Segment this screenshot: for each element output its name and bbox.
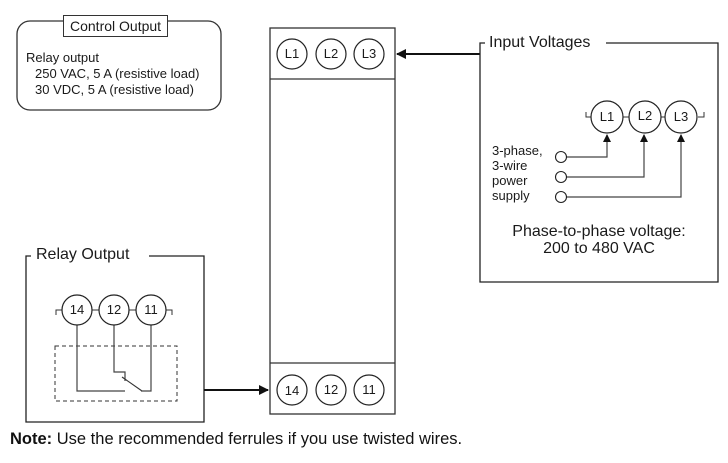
device-label-11: 11	[362, 382, 376, 397]
device-terminal-L2	[315, 38, 347, 70]
input-terminal-L3	[664, 100, 698, 134]
device-label-14: 14	[284, 383, 300, 398]
note: Note: Use the recommended ferrules if yo…	[10, 430, 462, 449]
relay-output-title: Relay Output	[32, 246, 134, 264]
input-voltages-box	[479, 42, 719, 283]
relay-device	[269, 27, 396, 415]
input-terminal-L1	[590, 100, 624, 134]
input-label-L2: L2	[637, 108, 653, 123]
voltage-range-line-1: Phase-to-phase voltage:	[512, 223, 686, 240]
supply-terminal-3	[554, 190, 568, 204]
control-output-line-3: 30 VDC, 5 A (resistive load)	[35, 82, 194, 97]
input-voltages-title: Input Voltages	[485, 34, 595, 52]
relay-output-box	[25, 255, 205, 423]
control-output-title: Control Output	[63, 15, 169, 37]
input-terminal-L2	[628, 100, 662, 134]
supply-terminal-1	[554, 150, 568, 164]
device-label-L1: L1	[284, 46, 300, 61]
device-label-L3: L3	[361, 46, 377, 61]
supply-terminal-2	[554, 170, 568, 184]
relay-terminal-12	[98, 294, 130, 326]
relay-label-12: 12	[106, 302, 122, 317]
supply-label-3: power	[492, 173, 528, 188]
device-terminal-12	[315, 374, 347, 406]
relay-label-14: 14	[69, 302, 85, 317]
device-terminal-L1	[276, 38, 308, 70]
supply-label-2: 3-wire	[492, 158, 528, 173]
input-label-L1: L1	[599, 109, 615, 124]
control-output-line-2: 250 VAC, 5 A (resistive load)	[35, 66, 200, 81]
device-terminal-11	[353, 374, 385, 406]
device-terminal-L3	[353, 38, 385, 70]
device-label-L2: L2	[323, 46, 339, 61]
relay-contact-dashed-box	[54, 345, 178, 402]
supply-label-1: 3-phase,	[492, 143, 543, 158]
relay-terminal-14	[61, 294, 93, 326]
device-label-12: 12	[323, 382, 339, 397]
relay-terminal-11	[135, 294, 167, 326]
control-output-line-1: Relay output	[26, 50, 99, 65]
input-label-L3: L3	[673, 109, 689, 124]
device-terminal-14	[276, 374, 308, 406]
note-text: Use the recommended ferrules if you use …	[52, 430, 463, 448]
relay-label-11: 11	[144, 302, 158, 317]
voltage-range-line-2: 200 to 480 VAC	[543, 240, 655, 257]
supply-label-4: supply	[492, 188, 530, 203]
note-label: Note:	[10, 430, 53, 448]
